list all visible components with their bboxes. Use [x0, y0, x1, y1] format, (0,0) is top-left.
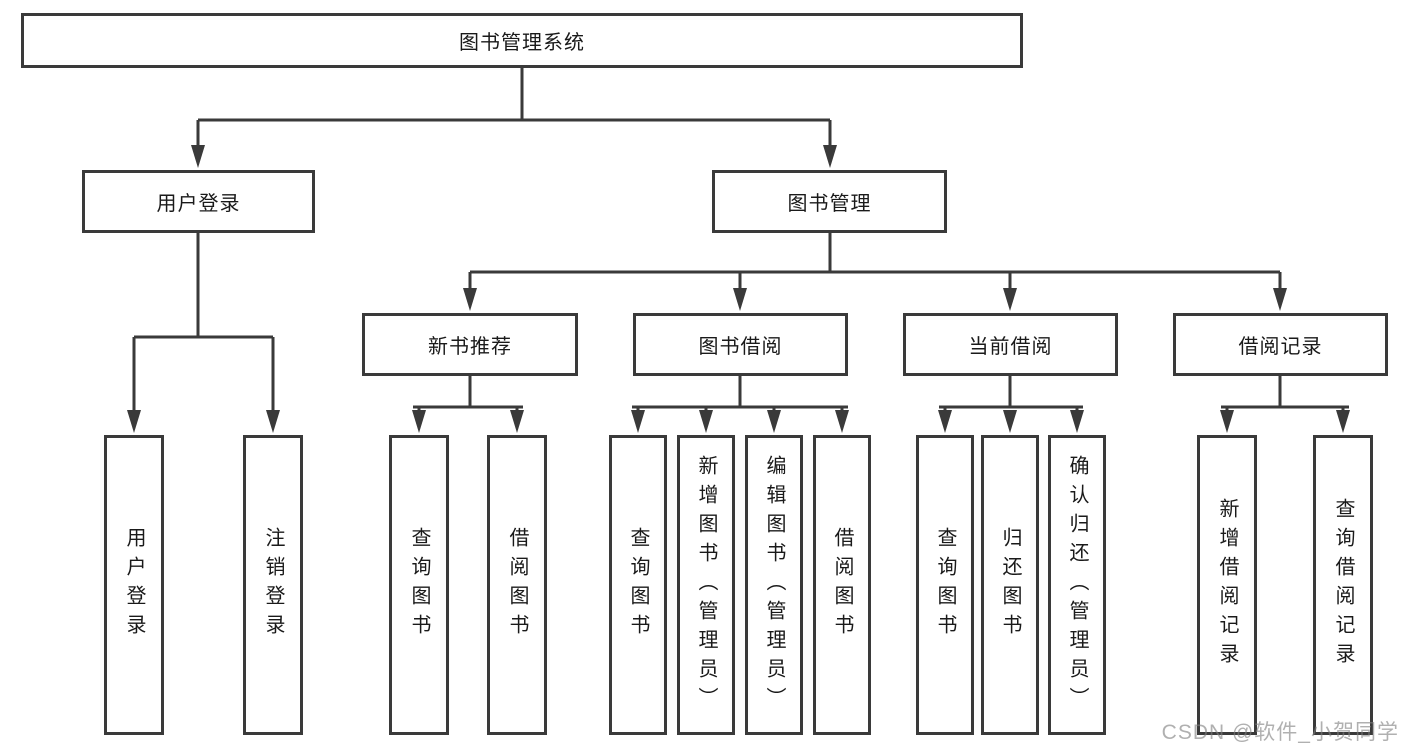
leaf-return-book: 归还图书 [981, 435, 1039, 735]
leaf-add-book-admin: 新增图书（管理员） [677, 435, 735, 735]
node-new-book-recommendation: 新书推荐 [362, 313, 578, 376]
node-library-management-system: 图书管理系统 [21, 13, 1023, 68]
leaf-borrow-books-recommend: 借阅图书 [487, 435, 547, 735]
leaf-query-books-recommend: 查询图书 [389, 435, 449, 735]
node-book-borrowing: 图书借阅 [633, 313, 848, 376]
node-borrowing-records: 借阅记录 [1173, 313, 1388, 376]
leaf-edit-book-admin: 编辑图书（管理员） [745, 435, 803, 735]
node-book-management: 图书管理 [712, 170, 947, 233]
node-user-login: 用户登录 [82, 170, 315, 233]
leaf-user-login: 用户登录 [104, 435, 164, 735]
leaf-query-books-borrowing: 查询图书 [609, 435, 667, 735]
leaf-add-borrow-record: 新增借阅记录 [1197, 435, 1257, 735]
leaf-query-borrow-record: 查询借阅记录 [1313, 435, 1373, 735]
csdn-watermark: CSDN @软件_小贺同学 [1161, 721, 1399, 744]
leaf-logout: 注销登录 [243, 435, 303, 735]
node-current-borrowing: 当前借阅 [903, 313, 1118, 376]
arrowheads [127, 145, 1350, 433]
leaf-confirm-return-admin: 确认归还（管理员） [1048, 435, 1106, 735]
leaf-query-books-current: 查询图书 [916, 435, 974, 735]
leaf-borrow-books-borrowing: 借阅图书 [813, 435, 871, 735]
